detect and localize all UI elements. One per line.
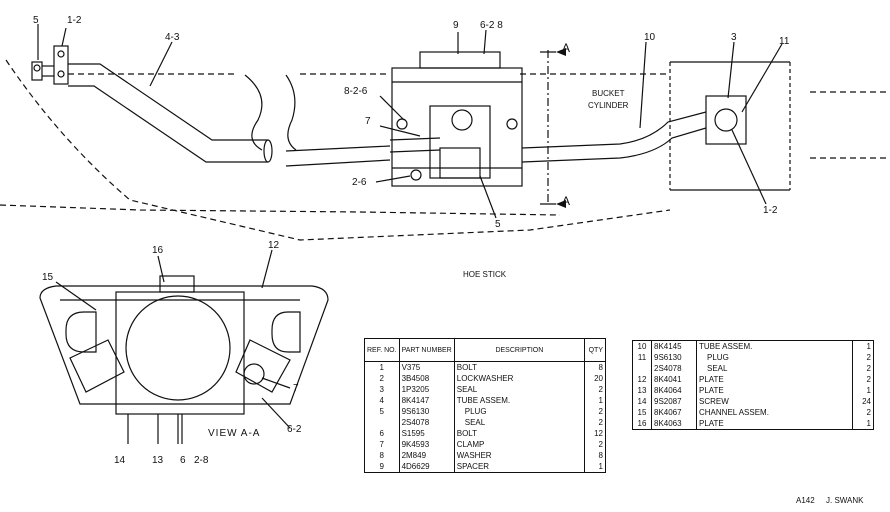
callout-13: 13 [152, 455, 164, 466]
callout-6-2-8-top: 6-2 8 [480, 20, 503, 31]
callout-11: 11 [779, 36, 790, 47]
callout-16: 16 [152, 245, 164, 256]
bucket-cylinder-label-1: BUCKET [592, 89, 625, 98]
callout-2-8-view: 2-8 [194, 455, 209, 466]
parts-table-left-header: REF. NO. PART NUMBER DESCRIPTION QTY [365, 339, 605, 362]
part-number-header: PART NUMBER [399, 339, 455, 362]
callout-1-2-right: 1-2 [763, 205, 778, 216]
callout-5-top: 5 [33, 15, 39, 26]
callout-2-6: 2-6 [352, 177, 367, 188]
callout-8-2-6: 8-2-6 [344, 86, 368, 97]
callout-3: 3 [731, 32, 737, 43]
callout-section-a-top: A [562, 41, 571, 55]
callout-6-view: 6 [180, 455, 186, 466]
view-aa-section [39, 275, 329, 444]
description-header: DESCRIPTION [454, 339, 586, 362]
callout-15: 15 [42, 272, 54, 283]
callout-4-3: 4-3 [165, 32, 180, 43]
bucket-cylinder [669, 61, 791, 191]
tube-assembly-right [521, 111, 707, 163]
hoe-stick-label: HOE STICK [463, 270, 507, 279]
left-end-fitting [31, 45, 69, 85]
drawing-author: J. SWANK [826, 496, 864, 505]
callout-7-top: 7 [365, 116, 371, 127]
qty-header: QTY [584, 339, 605, 362]
hoe-stick-outline [0, 59, 671, 241]
callout-7-view: 7 [293, 383, 299, 394]
ref-no-header: REF. NO. [365, 339, 400, 362]
mounting-block [389, 51, 523, 187]
callout-12: 12 [268, 240, 280, 251]
callout-section-a-bottom: A [562, 194, 571, 208]
tube-assembly-left [68, 63, 273, 163]
view-aa-label: VIEW A-A [208, 428, 261, 439]
bucket-cylinder-label-2: CYLINDER [588, 101, 629, 110]
callout-5-mid: 5 [495, 219, 501, 230]
drawing-code: A142 [796, 496, 815, 505]
callout-1-2-top: 1-2 [67, 15, 82, 26]
callout-14: 14 [114, 455, 126, 466]
callout-6-2-view: 6-2 [287, 424, 302, 435]
callout-9: 9 [453, 20, 459, 31]
callout-10: 10 [644, 32, 656, 43]
